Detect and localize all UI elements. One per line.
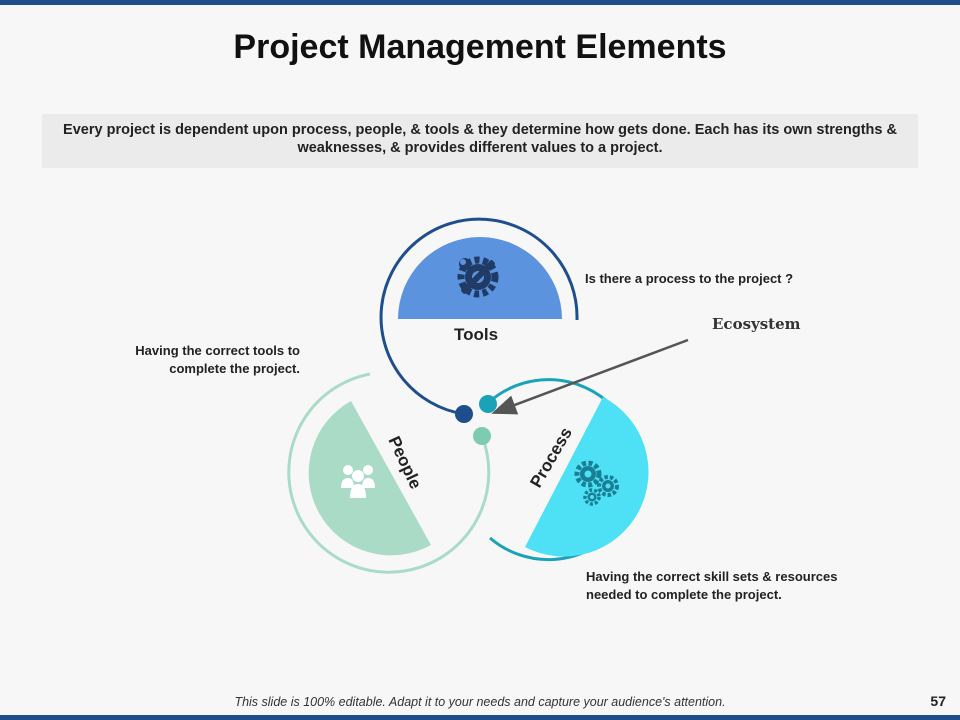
ecosystem-label: Ecosystem	[712, 315, 801, 333]
intro-text-box: Every project is dependent upon process,…	[42, 114, 918, 168]
footer-text: This slide is 100% editable. Adapt it to…	[234, 695, 726, 709]
gears-icon	[574, 460, 619, 506]
people-node-dot	[473, 427, 491, 445]
tools-node-dot	[455, 405, 473, 423]
process-note: Having the correct skill sets & resource…	[586, 569, 838, 602]
bottom-accent-bar	[0, 715, 960, 720]
people-note: Having the correct tools to complete the…	[135, 343, 300, 376]
tools-note: Is there a process to the project ?	[585, 271, 794, 286]
page-number: 57	[930, 693, 946, 709]
gear-wrench-icon	[457, 256, 499, 298]
process-element: Process	[479, 378, 649, 562]
ecosystem-arrow	[491, 338, 689, 415]
tools-label: Tools	[454, 325, 498, 344]
group-people-icon	[341, 465, 375, 498]
process-node-dot	[479, 395, 497, 413]
tools-ring	[379, 217, 579, 416]
people-ring	[287, 372, 491, 574]
tools-element: Tools	[379, 217, 579, 423]
page-title: Project Management Elements	[233, 28, 727, 66]
people-element: People	[287, 372, 491, 574]
top-accent-bar	[0, 0, 960, 5]
people-fill-segment	[308, 401, 431, 556]
